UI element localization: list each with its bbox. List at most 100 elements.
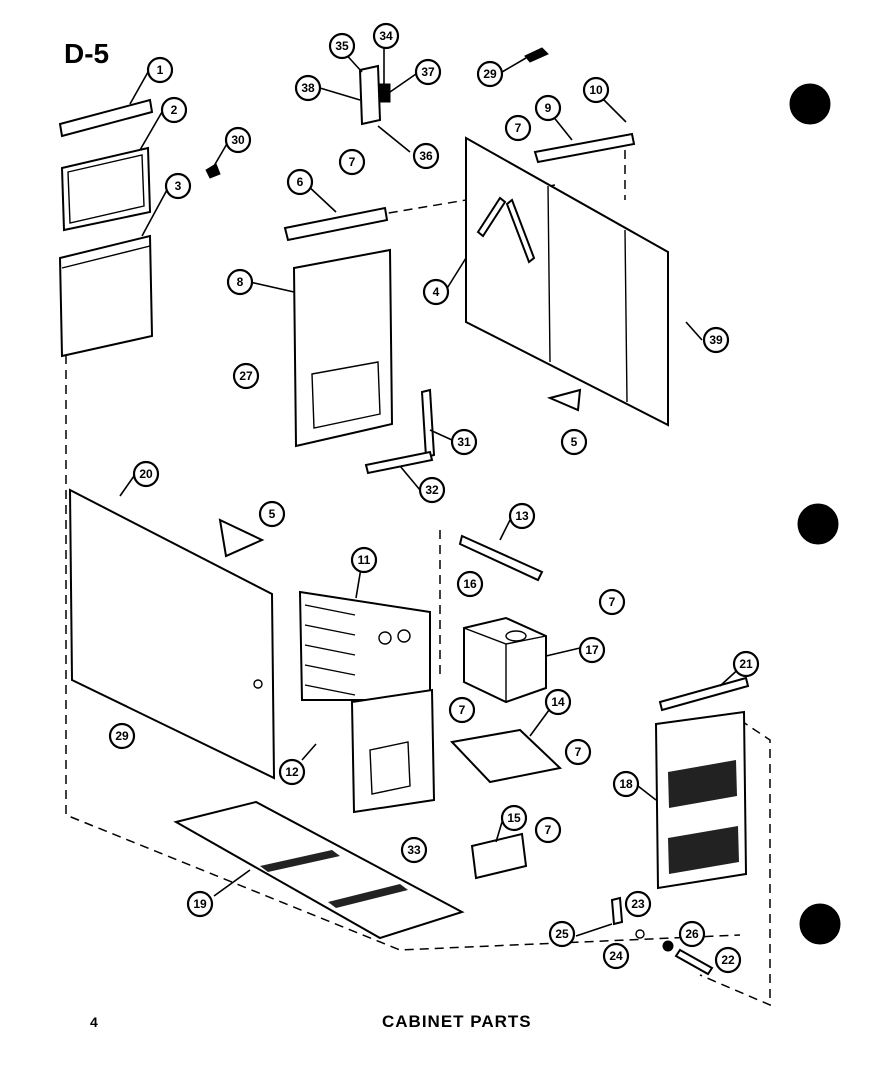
callout: 33 [400, 836, 428, 864]
knob [205, 163, 221, 179]
callout: 7 [564, 738, 592, 766]
switch-block [379, 83, 391, 103]
callout: 17 [578, 636, 606, 664]
callout: 4 [422, 278, 450, 306]
svg-text:7: 7 [609, 595, 616, 609]
side-panel-brace [505, 198, 536, 264]
callout: 18 [612, 770, 640, 798]
callout: 19 [186, 890, 214, 918]
diagram-caption: CABINET PARTS [382, 1012, 532, 1031]
access-panel-lip [61, 245, 151, 269]
base-stripe [328, 884, 408, 908]
callout: 12 [278, 758, 306, 786]
callout: 6 [286, 168, 314, 196]
lower-support [350, 688, 436, 814]
svg-text:34: 34 [379, 29, 393, 43]
callout: 38 [294, 74, 322, 102]
callout: 15 [500, 804, 528, 832]
port [397, 629, 411, 643]
callout: 27 [232, 362, 260, 390]
svg-text:12: 12 [285, 765, 299, 779]
top-rail [283, 206, 389, 242]
callout: 37 [414, 58, 442, 86]
callout: 14 [544, 688, 572, 716]
svg-text:4: 4 [433, 285, 440, 299]
leader [545, 647, 581, 657]
grille-strip [658, 676, 750, 712]
svg-text:14: 14 [551, 695, 565, 709]
svg-text:7: 7 [459, 703, 466, 717]
bracket [470, 832, 528, 880]
callout: 5 [258, 500, 286, 528]
grille-vents [668, 760, 737, 808]
leader [501, 57, 527, 73]
leader [575, 923, 613, 937]
callout: 29 [108, 722, 136, 750]
filter-frame [60, 146, 152, 232]
leader [529, 705, 553, 737]
leader [249, 281, 295, 293]
page-number: 4 [90, 1014, 98, 1030]
svg-text:3: 3 [175, 179, 182, 193]
assembly-line [699, 719, 771, 1007]
side-panel [465, 136, 669, 427]
svg-text:26: 26 [685, 927, 699, 941]
front-panel [292, 248, 394, 448]
nut [662, 940, 674, 952]
svg-text:32: 32 [425, 483, 439, 497]
washer [635, 929, 645, 939]
blower-opening [505, 630, 527, 642]
panel-hole [253, 679, 263, 689]
callout: 25 [548, 920, 576, 948]
side-panel-rib [624, 229, 628, 403]
callout: 7 [504, 114, 532, 142]
mount-rail [458, 534, 544, 582]
svg-text:30: 30 [231, 133, 245, 147]
callout: 3 [164, 172, 192, 200]
page-label: D-5 [64, 38, 110, 69]
binding-hole [789, 83, 831, 125]
svg-text:5: 5 [269, 507, 276, 521]
svg-text:20: 20 [139, 467, 153, 481]
drain-tray [449, 728, 563, 784]
binding-hole [799, 903, 841, 945]
callout: 2 [160, 96, 188, 124]
svg-text:7: 7 [575, 745, 582, 759]
svg-text:1: 1 [157, 63, 164, 77]
leader [129, 71, 149, 105]
callout: 5 [560, 428, 588, 456]
callout: 8 [226, 268, 254, 296]
svg-text:16: 16 [463, 577, 477, 591]
svg-text:33: 33 [407, 843, 421, 857]
side-panel-rib [547, 185, 551, 363]
svg-text:15: 15 [507, 811, 521, 825]
svg-text:37: 37 [421, 65, 435, 79]
leader [637, 785, 657, 801]
callout: 23 [624, 890, 652, 918]
leader [301, 743, 317, 761]
callout: 24 [602, 942, 630, 970]
corner-gusset [218, 518, 265, 558]
binding-hole [797, 503, 839, 545]
svg-text:8: 8 [237, 275, 244, 289]
svg-text:35: 35 [335, 39, 349, 53]
leader [685, 321, 703, 341]
svg-text:39: 39 [709, 333, 723, 347]
leader [377, 125, 411, 153]
burner-opening [369, 741, 411, 795]
callout: 7 [598, 588, 626, 616]
callout: 30 [224, 126, 252, 154]
callout: 21 [732, 650, 760, 678]
svg-text:24: 24 [609, 949, 623, 963]
callout: 22 [714, 946, 742, 974]
blower-housing-edge [463, 627, 547, 702]
angle-bracket [420, 388, 436, 459]
base-pan [173, 800, 465, 940]
trim-strip [58, 98, 154, 138]
callout: 13 [508, 502, 536, 530]
svg-text:7: 7 [515, 121, 522, 135]
leader [389, 73, 417, 93]
svg-text:38: 38 [301, 81, 315, 95]
base-stripe [260, 850, 340, 872]
callout: 20 [132, 460, 160, 488]
